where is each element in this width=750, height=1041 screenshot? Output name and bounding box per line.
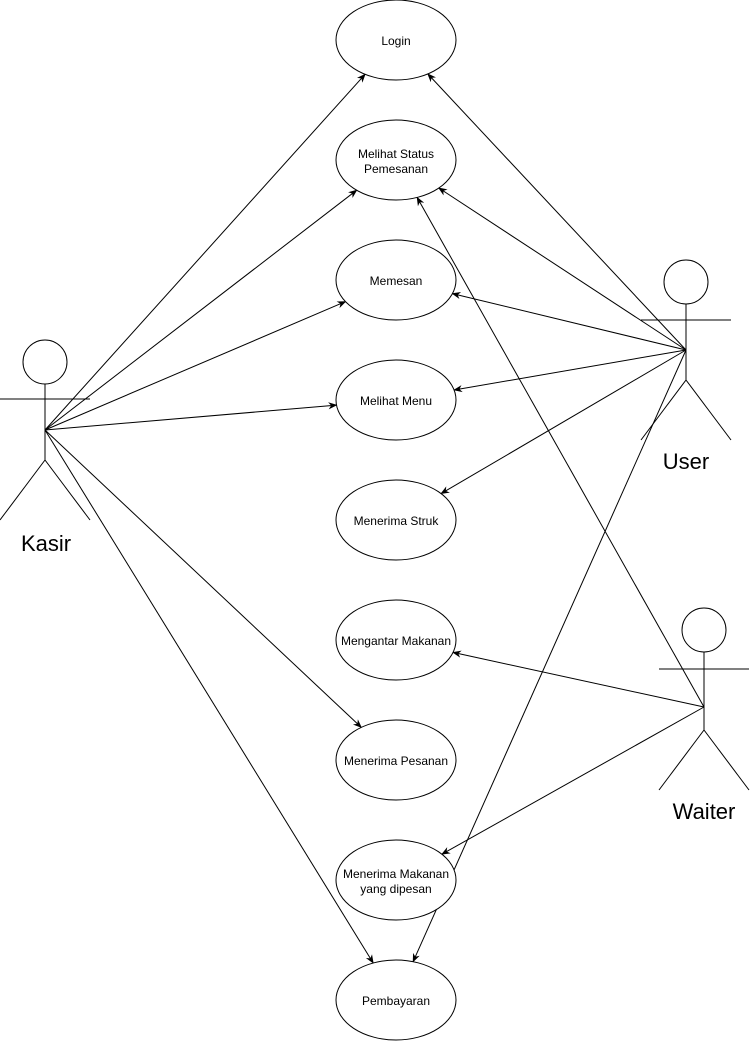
use-case-label: Melihat Menu (360, 394, 432, 408)
use-case-mengantar-makanan[interactable]: Mengantar Makanan (335, 599, 457, 681)
association-arrow-user-melihat-status (438, 187, 687, 351)
association-arrow-kasir-melihat-status (44, 189, 358, 431)
association-arrow-waiter-menerima-makanan (441, 706, 705, 855)
use-case-label: Pemesanan (364, 162, 428, 176)
use-case-label: Menerima Makanan (343, 867, 449, 881)
use-case-label: Melihat Status (358, 147, 434, 161)
use-case-label: Login (381, 34, 410, 48)
use-case-melihat-menu[interactable]: Melihat Menu (335, 359, 457, 441)
actor-head (663, 259, 709, 305)
association-arrow-kasir-menerima-pesanan (44, 429, 362, 729)
association-arrow-user-menerima-struk (440, 349, 687, 495)
association-arrow-waiter-melihat-status (416, 196, 705, 708)
use-case-menerima-makanan-yang-dipesan[interactable]: Menerima Makanan yang dipesan (335, 839, 457, 921)
actor-head (681, 607, 727, 653)
use-case-melihat-status-pemesanan[interactable]: Melihat Status Pemesanan (335, 119, 457, 201)
actor-label: Waiter (673, 799, 736, 824)
use-case-menerima-struk[interactable]: Menerima Struk (335, 479, 457, 561)
association-arrow-user-memesan (451, 292, 687, 351)
actor-label: User (663, 449, 709, 474)
actor-head (22, 339, 68, 385)
actor-label: Kasir (21, 531, 71, 556)
association-arrow-user-pembayaran (412, 349, 687, 963)
use-case-label: Pembayaran (362, 994, 430, 1008)
use-case-label: Menerima Pesanan (344, 754, 448, 768)
association-arrow-kasir-melihat-menu (44, 402, 338, 431)
use-case-pembayaran[interactable]: Pembayaran (335, 959, 457, 1041)
association-arrow-kasir-login (44, 73, 366, 431)
associations (44, 73, 705, 964)
association-arrow-kasir-memesan (44, 301, 347, 431)
association-arrow-kasir-pembayaran (44, 429, 374, 964)
actor-user[interactable]: User (640, 259, 732, 474)
use-case-label: Memesan (370, 274, 423, 288)
use-case-label: Mengantar Makanan (341, 634, 451, 648)
association-arrow-waiter-mengantar-makanan (452, 650, 705, 708)
actor-waiter[interactable]: Waiter (658, 607, 750, 824)
use-case-label: yang dipesan (360, 882, 431, 896)
use-case-label: Menerima Struk (354, 514, 440, 528)
association-arrow-user-melihat-menu (453, 349, 687, 393)
use-case-login[interactable]: Login (335, 0, 457, 81)
actor-kasir[interactable]: Kasir (0, 339, 91, 556)
use-case-memesan[interactable]: Memesan (335, 239, 457, 321)
use-case-menerima-pesanan[interactable]: Menerima Pesanan (335, 719, 457, 801)
association-arrow-user-login (427, 73, 687, 351)
